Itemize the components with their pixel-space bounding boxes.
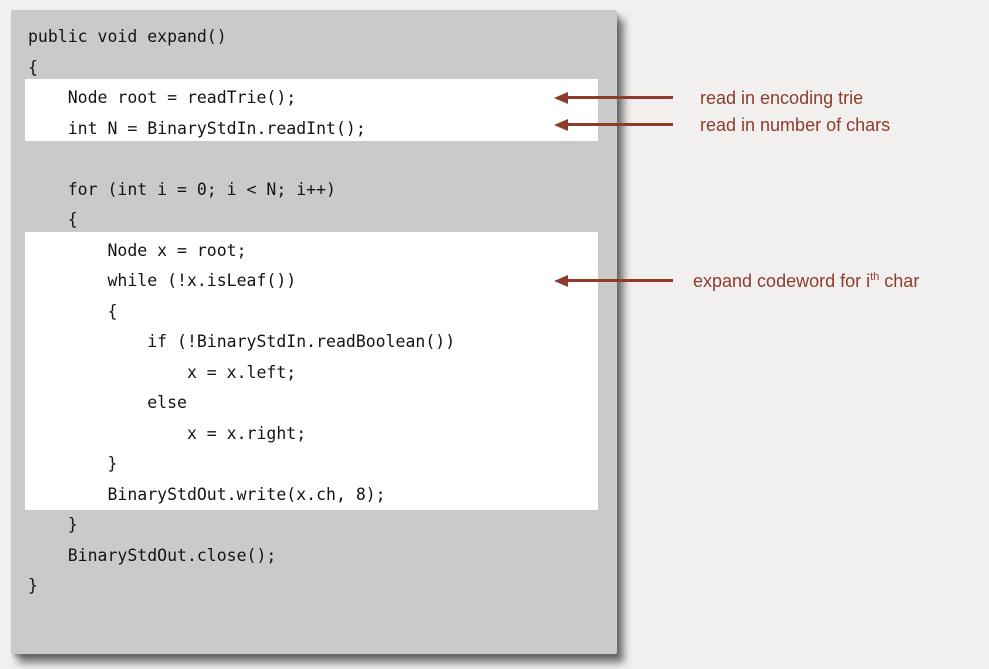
- left-arrow-icon: [554, 118, 673, 131]
- annotation-read-trie: read in encoding trie: [700, 88, 864, 108]
- highlight-band-read-trie: [25, 79, 598, 141]
- annotation-text-suffix: char: [879, 271, 920, 291]
- annotation-read-num-chars: read in number of chars: [700, 115, 891, 135]
- highlight-band-expand-loop: [25, 232, 598, 510]
- arrow-head-icon: [554, 274, 568, 287]
- left-arrow-icon: [554, 274, 673, 287]
- code-panel: public void expand() { Node root = readT…: [11, 10, 617, 654]
- left-arrow-icon: [554, 91, 673, 104]
- arrow-head-icon: [554, 91, 568, 104]
- code-block: public void expand() { Node root = readT…: [28, 27, 456, 595]
- arrow-head-icon: [554, 118, 568, 131]
- annotation-superscript: th: [870, 271, 880, 283]
- annotation-expand-codeword: expand codeword for ith char: [693, 271, 919, 291]
- annotation-text-prefix: expand codeword for i: [693, 271, 871, 291]
